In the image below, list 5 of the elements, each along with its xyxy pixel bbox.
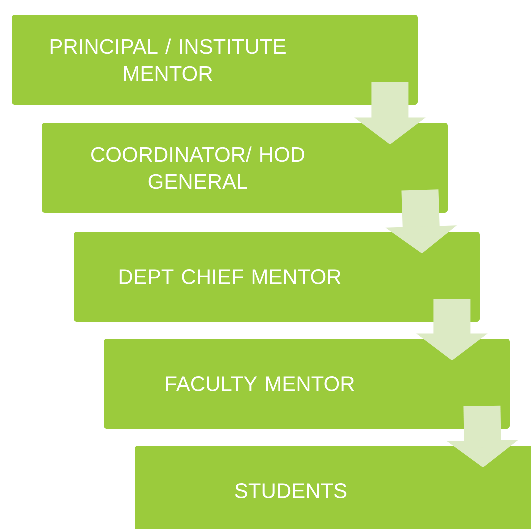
process-box: COORDINATOR/ HOD GENERAL [42, 123, 448, 213]
process-box: FACULTY MENTOR [104, 339, 510, 429]
process-box: STUDENTS [135, 446, 531, 529]
process-box: PRINCIPAL / INSTITUTE MENTOR [12, 15, 418, 105]
process-box: DEPT CHIEF MENTOR [74, 232, 480, 322]
